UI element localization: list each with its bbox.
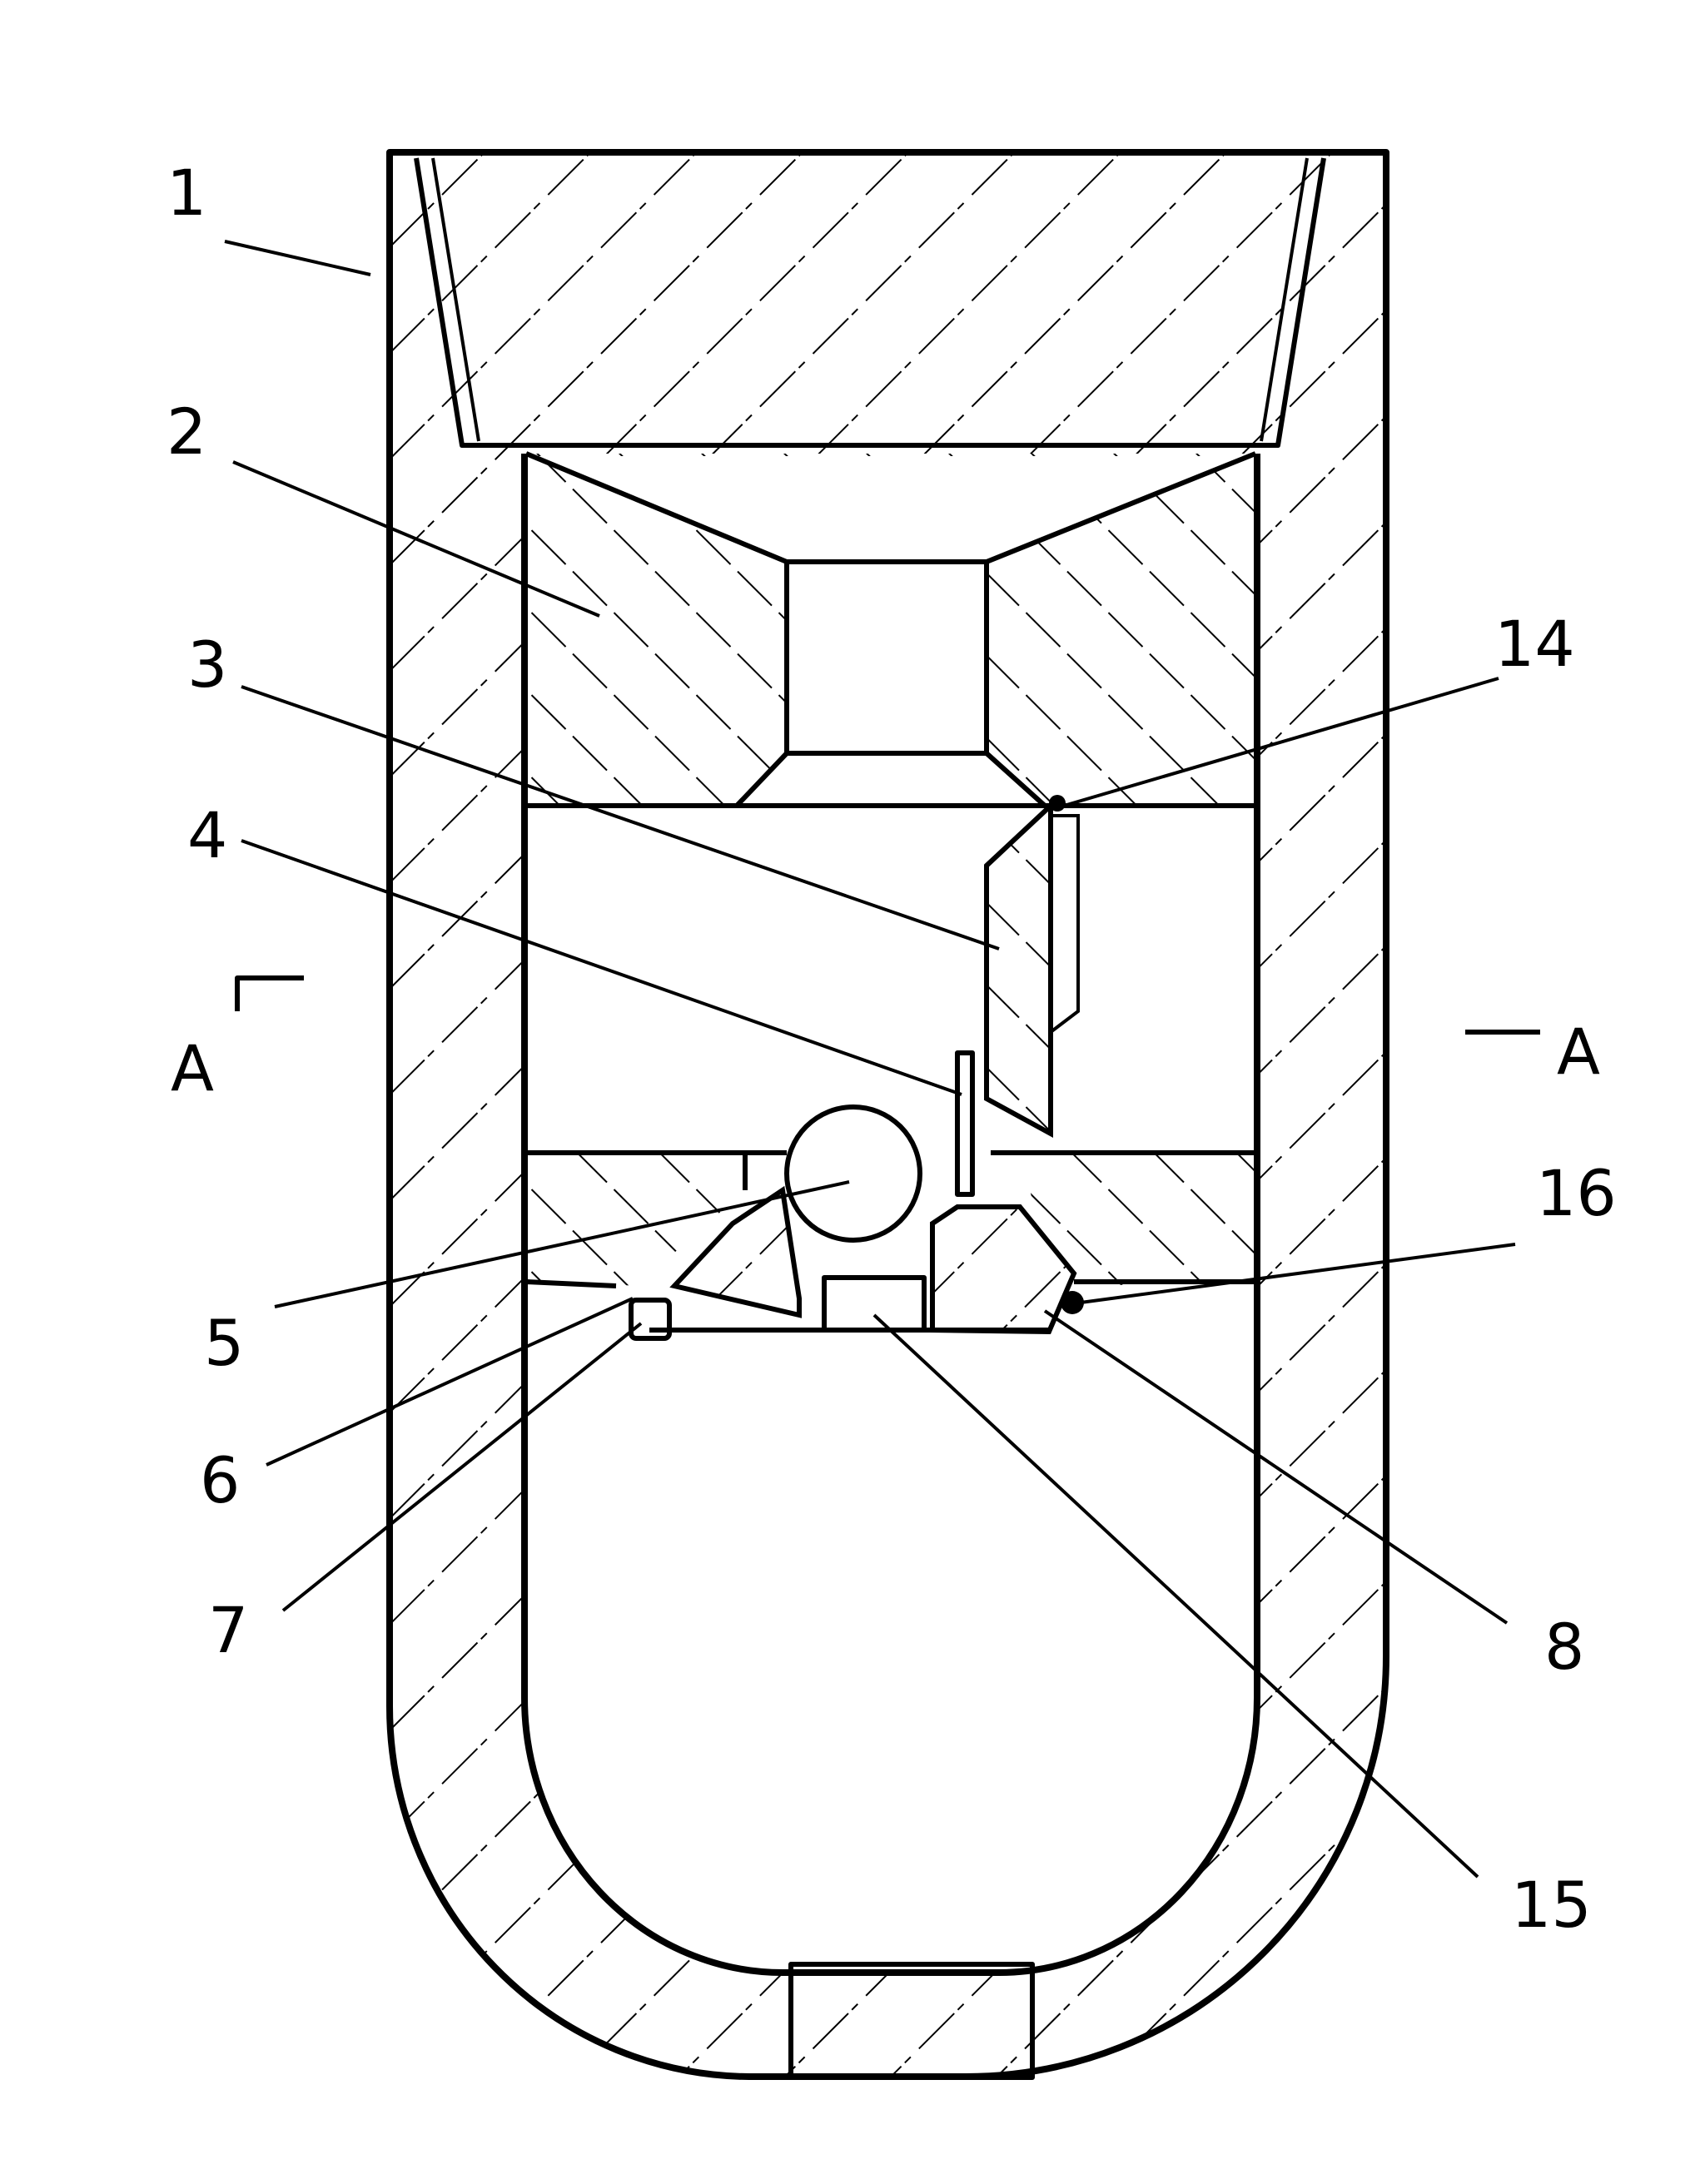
ball-support-post (824, 1278, 924, 1330)
lower-seat-plate (526, 1153, 1255, 1332)
guide-rod (957, 1053, 972, 1194)
square-seal (631, 1300, 669, 1338)
label-16: 16 (1536, 1156, 1617, 1230)
label-4: 4 (187, 798, 227, 872)
label-8: 8 (1544, 1610, 1584, 1684)
section-label-right: A (1557, 1015, 1600, 1089)
label-15: 15 (1511, 1868, 1592, 1942)
leader-1 (225, 241, 370, 275)
label-1: 1 (167, 156, 206, 230)
label-5: 5 (204, 1306, 244, 1380)
label-7: 7 (208, 1593, 248, 1667)
round-seal-16 (1061, 1291, 1084, 1314)
label-14: 14 (1494, 607, 1575, 681)
flap-plate (987, 795, 1078, 1134)
label-6: 6 (200, 1443, 240, 1517)
section-mark-left (237, 978, 304, 1011)
upper-seat-block (526, 454, 1255, 806)
hinge-pin-14 (1049, 795, 1066, 812)
check-ball (787, 1107, 920, 1240)
section-label-left: A (171, 1031, 214, 1105)
label-2: 2 (167, 395, 206, 469)
leader-4 (241, 841, 962, 1094)
label-3: 3 (187, 628, 227, 702)
